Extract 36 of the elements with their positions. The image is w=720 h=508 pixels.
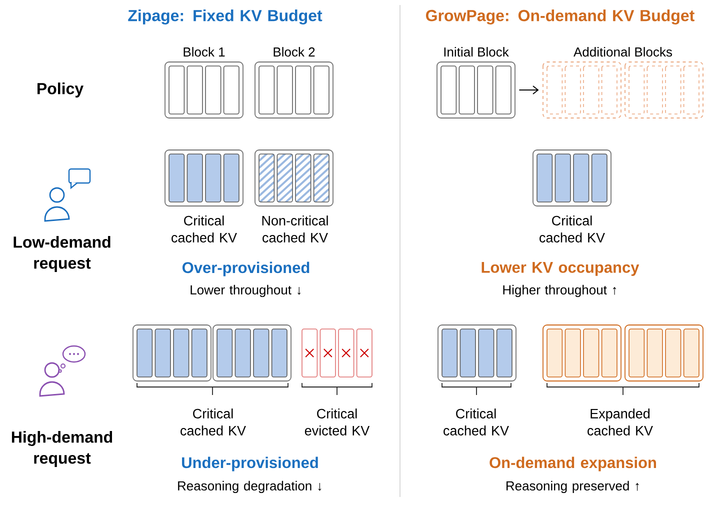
node-label: Block 1 xyxy=(184,47,225,57)
node-label: Block 2 xyxy=(274,47,315,57)
caption: Expanded cached KV xyxy=(588,408,653,436)
memory-block xyxy=(164,150,244,206)
outcome-note: Reasoning preserved ↑ xyxy=(506,480,639,494)
outcome-heading: Under-provisioned xyxy=(182,456,318,472)
caption: Critical evicted KV xyxy=(304,408,370,436)
outcome-note: Higher throughout ↑ xyxy=(503,284,616,298)
column-title: GrowPage: On-demand KV Budget xyxy=(426,10,694,24)
arrow xyxy=(518,86,539,94)
row-label: Policy xyxy=(38,82,84,98)
outcome-note: Reasoning degradation ↓ xyxy=(178,480,322,494)
memory-block: Initial Block xyxy=(436,47,516,118)
memory-block: Block 1 xyxy=(164,47,244,118)
memory-block xyxy=(438,324,516,382)
memory-block: Additional Blocks xyxy=(542,47,704,118)
memory-block xyxy=(212,324,292,382)
node-label: Initial Block xyxy=(444,47,509,57)
memory-block xyxy=(254,150,334,206)
caption: Critical cached KV xyxy=(444,408,509,436)
caption: Non-critical cached KV xyxy=(262,216,328,242)
caption: Critical cached KV xyxy=(180,408,246,436)
memory-block xyxy=(624,324,704,382)
row-label: High-demand request xyxy=(12,431,112,467)
memory-block: Block 2 xyxy=(254,47,334,118)
outcome-heading: On-demand expansion xyxy=(490,456,656,472)
node-label: Additional Blocks xyxy=(574,47,672,57)
outcome-heading: Lower KV occupancy xyxy=(482,262,640,276)
memory-block xyxy=(532,150,612,206)
outcome-heading: Over-provisioned xyxy=(182,262,310,276)
outcome-note: Lower throughout ↓ xyxy=(190,284,301,298)
memory-block xyxy=(542,324,622,382)
column-title: Zipage: Fixed KV Budget xyxy=(128,10,322,24)
row-label: Low-demand request xyxy=(14,236,110,272)
caption: Critical cached KV xyxy=(172,216,237,242)
memory-block xyxy=(132,324,212,382)
